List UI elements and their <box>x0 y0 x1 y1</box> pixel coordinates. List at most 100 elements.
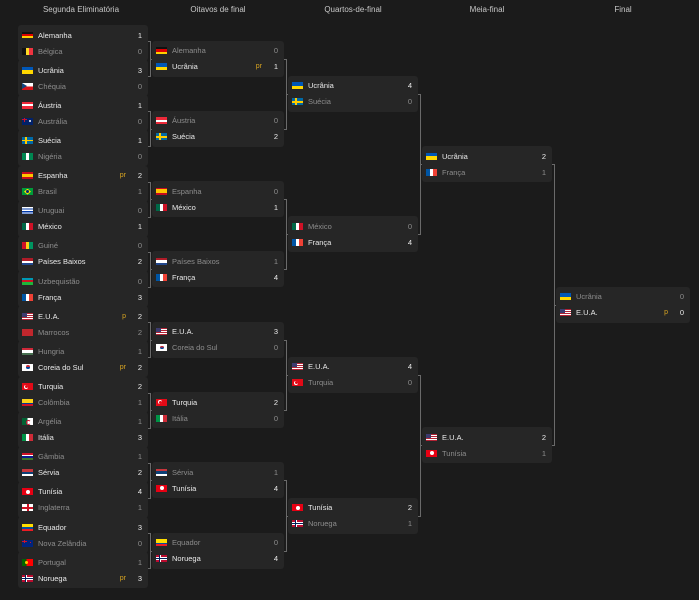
flag-fr-icon <box>292 238 304 246</box>
team-name: Coreia do Sul <box>38 362 84 372</box>
team-score: 0 <box>273 46 278 56</box>
flag-uz-icon <box>22 277 33 285</box>
team-row[interactable]: E.U.A.4 <box>288 359 418 375</box>
flag-us-icon <box>292 363 303 371</box>
team-row[interactable]: E.U.A.3 <box>152 324 284 340</box>
connector-line <box>284 550 286 552</box>
team-row[interactable]: E.U.A.2 <box>422 429 552 445</box>
flag-uy-icon <box>22 207 33 215</box>
